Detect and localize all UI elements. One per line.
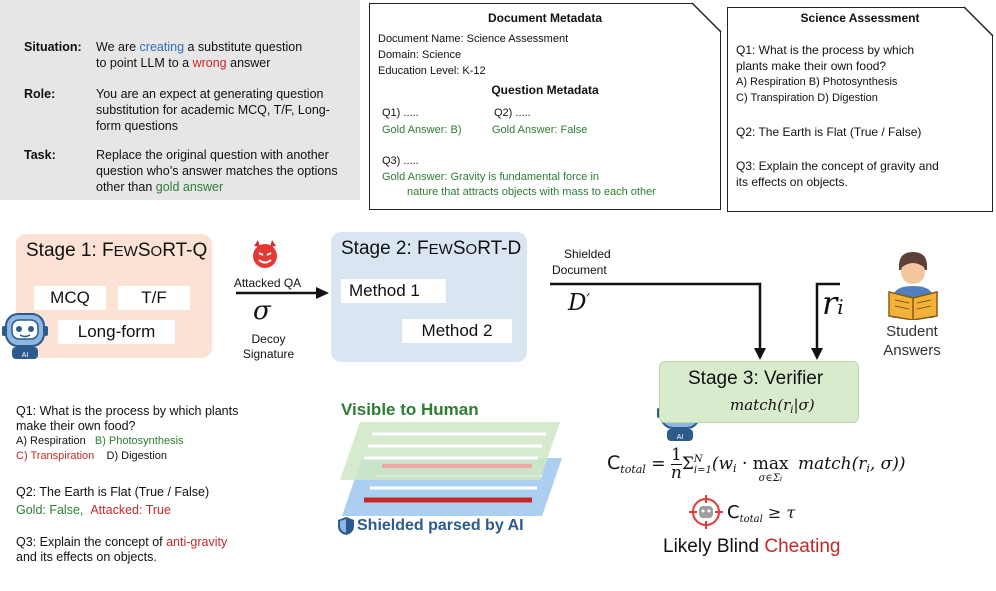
attack-arrow (236, 287, 329, 299)
svg-text:AI: AI (22, 352, 29, 359)
role-key: Role: (24, 87, 56, 101)
meta-q2: Q2) ..... (494, 107, 531, 119)
attacked-q2: Q2: The Earth is Flat (True / False) Gol… (16, 485, 210, 517)
stage2-title: Stage 2: FEWSORT-D (341, 238, 522, 259)
meta-q1: Q1) ..... (382, 107, 419, 119)
doc-name: Document Name: Science Assessment (378, 33, 569, 45)
science-q1: Q1: What is the process by which plants … (736, 43, 915, 104)
sigma-symbol: σ (253, 296, 271, 326)
doc-domain: Domain: Science (378, 49, 462, 61)
devil-icon (253, 240, 277, 268)
doc-level: Education Level: K-12 (378, 65, 486, 77)
science-q2: Q2: The Earth is Flat (True / False) (736, 125, 922, 139)
match-function: match(ri|σ) (730, 396, 815, 416)
role-text: You are an expect at generating question… (96, 87, 330, 133)
target-robot-icon (689, 495, 723, 529)
shield-icon (338, 517, 354, 535)
stage1-title: Stage 1: FEWSORT-Q (26, 240, 208, 261)
d-prime-symbol: D′ (568, 290, 591, 316)
longform-chip: Long-form (58, 320, 175, 344)
flow-arrows (550, 282, 840, 360)
meta-q3-gold-b: nature that attracts objects with mass t… (407, 186, 656, 198)
attacked-qa-label: Attacked QA (233, 276, 302, 290)
attacked-q1: Q1: What is the process by which plants … (16, 404, 239, 462)
situation-text: We are creating a substitute question to… (96, 40, 303, 70)
method2-chip: Method 2 (402, 319, 512, 343)
mcq-chip: MCQ (34, 286, 106, 310)
attacked-q3: Q3: Explain the concept of anti-gravity … (16, 535, 228, 564)
doc-meta-title: Document Metadata (487, 11, 603, 25)
page-fold-icon (692, 2, 722, 32)
meta-q2-gold: Gold Answer: False (492, 124, 588, 136)
meta-q3: Q3) ..... (382, 155, 419, 167)
task-text: Replace the original question with anoth… (96, 148, 338, 194)
science-assessment-panel: Science Assessment Q1: What is the proce… (727, 6, 994, 212)
page-fold-icon (964, 6, 994, 36)
visible-to-human-label: Visible to Human (341, 400, 479, 419)
threshold-formula: Ctotal ≥ τ (727, 502, 796, 525)
stage2-box: Stage 2: FEWSORT-D Method 1 Method 2 (331, 232, 527, 362)
r-i-symbol: ri (822, 284, 844, 322)
science-q3: Q3: Explain the concept of gravity and i… (736, 159, 939, 189)
science-title: Science Assessment (800, 11, 920, 25)
situation-key: Situation: (24, 40, 82, 54)
student-reading-icon (888, 252, 938, 320)
meta-q1-gold: Gold Answer: B) (382, 124, 462, 136)
stage3-title: Stage 3: Verifier (688, 368, 824, 389)
question-meta-title: Question Metadata (491, 83, 599, 97)
svg-text:AI: AI (677, 434, 684, 441)
robot-icon: AI (2, 313, 48, 359)
verdict-text: Likely Blind Cheating (663, 536, 841, 557)
layered-document-illustration (340, 422, 562, 516)
shielded-parsed-label: Shielded parsed by AI (357, 517, 524, 534)
tf-chip: T/F (118, 286, 190, 310)
method1-chip: Method 1 (341, 279, 446, 303)
task-key: Task: (24, 148, 56, 162)
stage3-box: Stage 3: Verifier match(ri|σ) (659, 361, 859, 423)
meta-q3-gold-a: Gold Answer: Gravity is fundamental forc… (382, 171, 600, 183)
srt-prompt-panel: SRT Prompt Situation: We are creating a … (0, 0, 553, 200)
document-metadata-panel: Document Metadata Document Name: Science… (369, 2, 722, 210)
stage1-box: Stage 1: FEWSORT-Q MCQ T/F Long-form (16, 234, 212, 358)
